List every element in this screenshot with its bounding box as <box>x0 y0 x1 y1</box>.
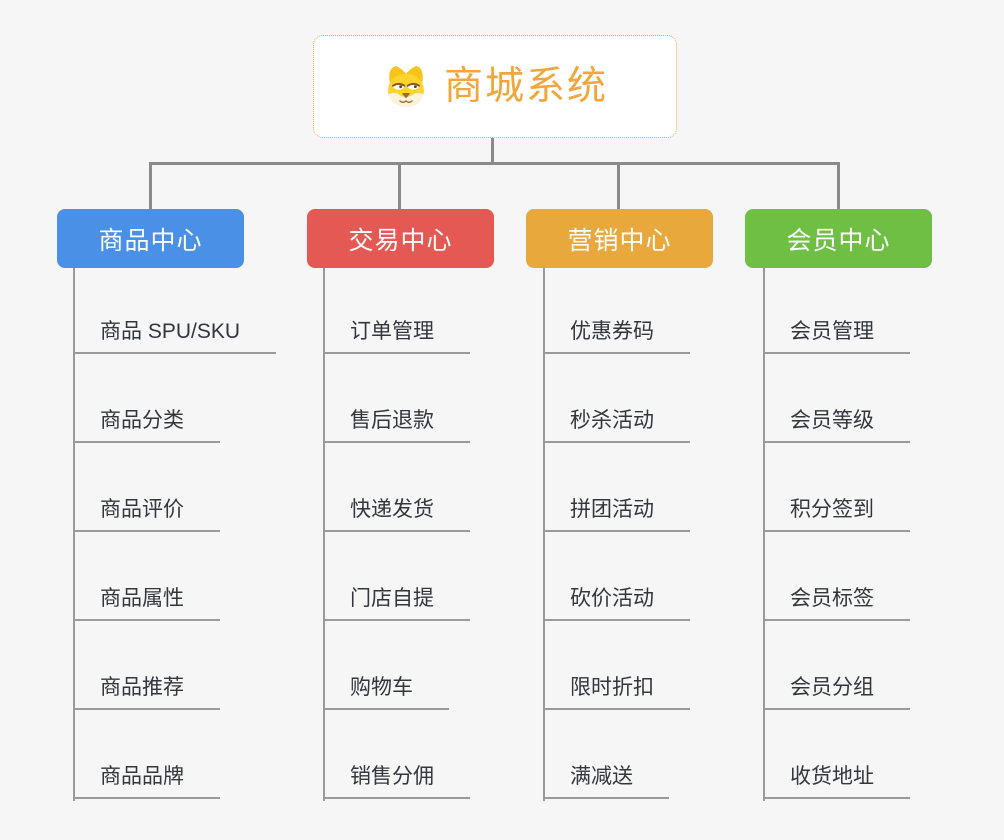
leaf-topic[interactable]: 商品属性 <box>73 571 220 621</box>
leaf-topic[interactable]: 购物车 <box>323 660 449 710</box>
leaf-topic[interactable]: 会员管理 <box>763 304 910 354</box>
connector-rail <box>543 268 545 801</box>
leaf-topic[interactable]: 限时折扣 <box>543 660 690 710</box>
leaf-topic[interactable]: 销售分佣 <box>323 749 470 799</box>
connector-rail <box>73 268 75 801</box>
branch-topic-label: 会员中心 <box>786 226 891 255</box>
leaf-topic[interactable]: 秒杀活动 <box>543 393 690 443</box>
leaf-topic[interactable]: 会员分组 <box>763 660 910 710</box>
leaf-topic[interactable]: 拼团活动 <box>543 482 690 532</box>
connector-horizontal <box>149 162 840 165</box>
leaf-topic[interactable]: 商品推荐 <box>73 660 220 710</box>
leaf-topic[interactable]: 满减送 <box>543 749 669 799</box>
leaf-topic[interactable]: 会员标签 <box>763 571 910 621</box>
root-topic[interactable]: 商城系统 <box>313 35 677 138</box>
dog-face-icon <box>387 65 424 107</box>
branch-topic-label: 交易中心 <box>348 226 453 255</box>
leaf-topic[interactable]: 收货地址 <box>763 749 910 799</box>
connector-root-stub <box>491 138 494 163</box>
leaf-topic[interactable]: 商品评价 <box>73 482 220 532</box>
leaf-topic[interactable]: 售后退款 <box>323 393 470 443</box>
branch-topic-product-center[interactable]: 商品中心 <box>57 209 244 268</box>
leaf-topic[interactable]: 砍价活动 <box>543 571 690 621</box>
root-topic-label: 商城系统 <box>443 65 608 108</box>
leaf-topic[interactable]: 门店自提 <box>323 571 470 621</box>
branch-topic-label: 营销中心 <box>567 226 672 255</box>
leaf-topic[interactable]: 快递发货 <box>323 482 470 532</box>
branch-topic-label: 商品中心 <box>98 226 203 255</box>
connector-rail <box>323 268 325 801</box>
connector-branch-stub <box>149 164 152 209</box>
leaf-topic[interactable]: 优惠券码 <box>543 304 690 354</box>
leaf-topic[interactable]: 商品品牌 <box>73 749 220 799</box>
leaf-topic[interactable]: 商品分类 <box>73 393 220 443</box>
leaf-topic[interactable]: 积分签到 <box>763 482 910 532</box>
leaf-topic[interactable]: 订单管理 <box>323 304 470 354</box>
connector-branch-stub <box>398 164 401 209</box>
connector-branch-stub <box>837 164 840 209</box>
connector-branch-stub <box>617 164 620 209</box>
branch-topic-member-center[interactable]: 会员中心 <box>745 209 932 268</box>
branch-topic-marketing-center[interactable]: 营销中心 <box>526 209 713 268</box>
leaf-topic[interactable]: 会员等级 <box>763 393 910 443</box>
connector-rail <box>763 268 765 801</box>
branch-topic-trade-center[interactable]: 交易中心 <box>307 209 494 268</box>
leaf-topic[interactable]: 商品 SPU/SKU <box>73 304 277 354</box>
